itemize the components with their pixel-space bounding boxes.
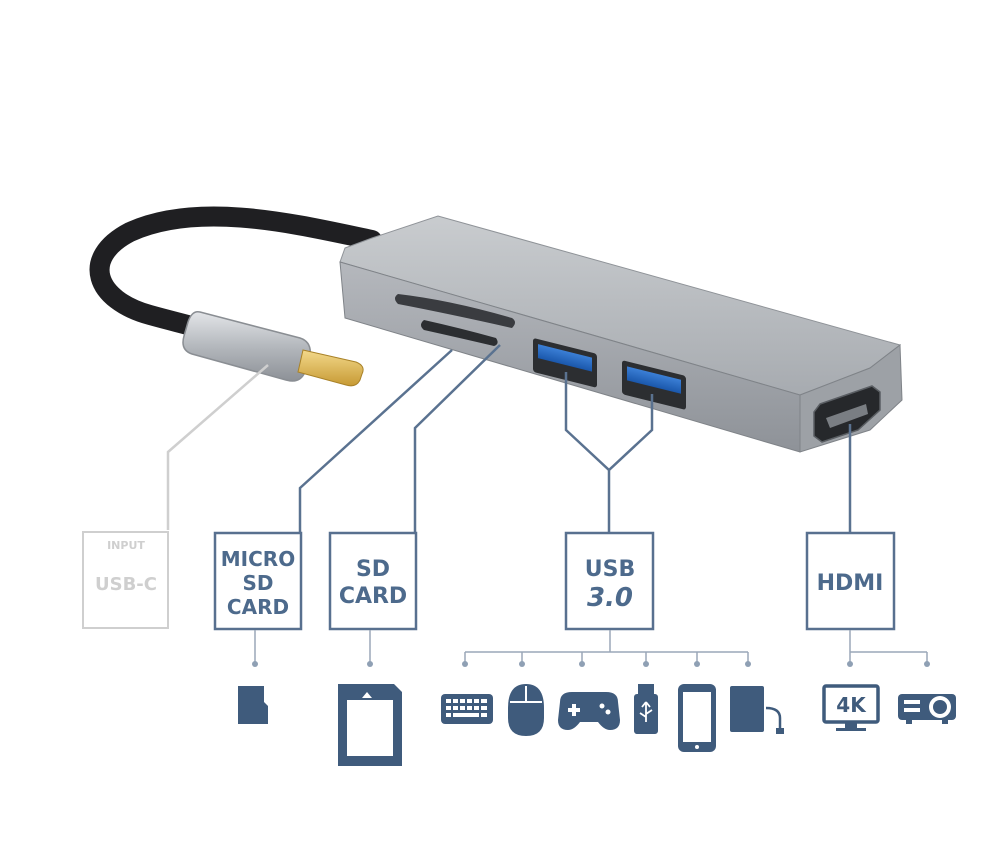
sd-card-icon bbox=[338, 684, 402, 766]
smartphone-icon bbox=[678, 684, 716, 752]
usb-3-port-2 bbox=[622, 360, 686, 410]
sd-card-box: SD CARD bbox=[328, 531, 418, 631]
sd-leader-line bbox=[413, 344, 501, 532]
micro-sd-card-box: MICRO SD CARD bbox=[213, 531, 303, 631]
sd-label-line-2: CARD bbox=[339, 584, 407, 609]
input-usb-c-box: INPUT USB-C bbox=[82, 531, 169, 629]
device-connectors bbox=[254, 630, 928, 662]
connector-dots bbox=[252, 661, 930, 667]
gamepad-icon bbox=[558, 692, 620, 730]
external-drive-icon bbox=[730, 686, 784, 734]
hub-cable bbox=[89, 206, 382, 340]
usb-c-plug bbox=[182, 310, 364, 387]
micro-sd-card-icon bbox=[238, 686, 268, 724]
usb-c-hub-device bbox=[89, 206, 903, 453]
monitor-4k-icon: 4K bbox=[822, 684, 880, 731]
hdmi-port bbox=[813, 385, 881, 443]
keyboard-icon bbox=[441, 694, 493, 724]
usb3-box: USB 3.0 bbox=[564, 531, 655, 631]
usb-c-main-label: USB-C bbox=[95, 574, 157, 595]
usb3-label-line-2: 3.0 bbox=[587, 583, 633, 613]
projector-icon bbox=[898, 694, 956, 724]
leader-lines bbox=[166, 344, 852, 532]
sd-card-slot bbox=[395, 294, 515, 328]
usb-c-small-label: INPUT bbox=[107, 539, 145, 552]
hdmi-box: HDMI bbox=[805, 531, 896, 631]
micro-sd-label-line-1: MICRO bbox=[221, 547, 295, 571]
usb3-label-line-1: USB bbox=[585, 557, 635, 582]
sd-label-line-1: SD bbox=[356, 557, 390, 582]
micro-sd-leader-line bbox=[298, 349, 453, 532]
monitor-4k-badge: 4K bbox=[836, 693, 867, 717]
hdmi-label: HDMI bbox=[817, 571, 884, 596]
micro-sd-label-line-3: CARD bbox=[227, 595, 289, 619]
mouse-icon bbox=[508, 684, 544, 736]
usb-3-port-1 bbox=[533, 338, 597, 388]
usb-c-leader-line bbox=[166, 364, 269, 530]
usb3-leader-line bbox=[564, 372, 654, 532]
usb-drive-icon bbox=[634, 684, 658, 734]
micro-sd-card-slot bbox=[421, 320, 498, 346]
micro-sd-label-line-2: SD bbox=[242, 571, 273, 595]
